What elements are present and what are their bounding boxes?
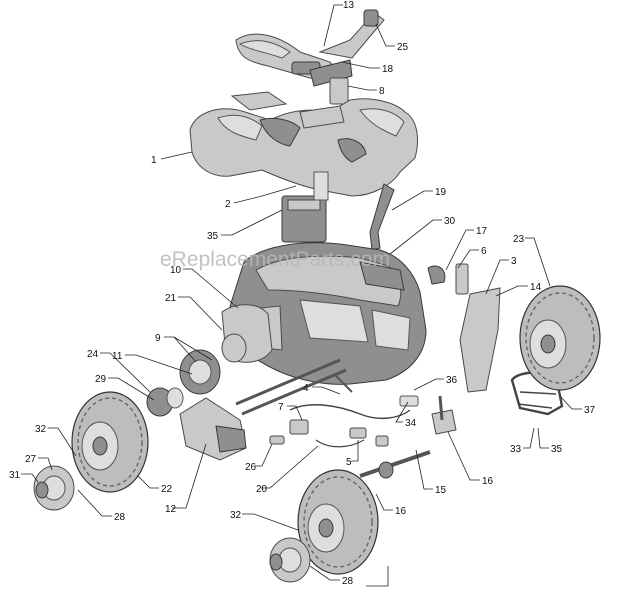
callout-22: 22 [161, 484, 173, 495]
callout-8: 8 [379, 86, 385, 97]
callout-37: 37 [584, 405, 596, 416]
callout-26: 26 [245, 462, 257, 473]
main-chassis [228, 242, 427, 385]
callout-27: 27 [25, 454, 37, 465]
callout-21: 21 [165, 293, 177, 304]
wiring-harness [269, 404, 411, 448]
rod-19 [369, 183, 395, 251]
callout-17: 17 [476, 226, 488, 237]
callout-35b: 35 [551, 444, 563, 455]
watermark: eReplacementParts.com [160, 248, 390, 271]
wheel-front-right [519, 285, 601, 391]
callout-9: 9 [155, 333, 161, 344]
callout-5: 5 [346, 457, 352, 468]
callout-1: 1 [151, 155, 157, 166]
callout-10: 10 [170, 265, 182, 276]
callout-30: 30 [444, 216, 456, 227]
callout-19: 19 [435, 187, 447, 198]
callout-24: 24 [87, 349, 99, 360]
callout-13: 13 [343, 0, 355, 11]
callout-34: 34 [405, 418, 417, 429]
body-shell [189, 91, 418, 197]
callout-31: 31 [9, 470, 21, 481]
callout-36: 36 [446, 375, 458, 386]
callout-33: 33 [510, 444, 522, 455]
callout-32b: 32 [230, 510, 242, 521]
steering-assembly [359, 263, 501, 479]
callout-18: 18 [382, 64, 394, 75]
callout-20: 20 [256, 484, 268, 495]
callout-labels: 13 25 18 8 1 2 19 35 30 17 6 3 23 10 21 … [9, 0, 596, 587]
wheel-rear-left [71, 391, 149, 493]
callout-16: 16 [482, 476, 494, 487]
callout-6: 6 [481, 246, 487, 257]
gearbox-motor [146, 304, 273, 417]
callout-28b: 28 [342, 576, 354, 587]
callout-23: 23 [513, 234, 525, 245]
handlebar-assembly [235, 9, 385, 105]
battery [281, 171, 329, 243]
callout-15: 15 [435, 485, 447, 496]
hubcap-left [33, 465, 75, 511]
callout-32: 32 [35, 424, 47, 435]
callout-16b: 16 [395, 506, 407, 517]
bumper-bars [517, 391, 557, 409]
callout-3: 3 [511, 256, 517, 267]
gear-cover-inner [215, 425, 247, 453]
callout-12: 12 [165, 504, 177, 515]
callout-4: 4 [303, 383, 309, 394]
callout-25: 25 [397, 42, 409, 53]
callout-11: 11 [112, 351, 123, 362]
wheel-front-left [297, 469, 379, 575]
callout-29: 29 [95, 374, 107, 385]
callout-7: 7 [278, 402, 284, 413]
callout-35: 35 [207, 231, 219, 242]
callout-14: 14 [530, 282, 542, 293]
callout-2: 2 [225, 199, 231, 210]
axle-rods [235, 358, 353, 416]
leader-lines [21, 4, 582, 587]
hubcap-front [269, 537, 311, 583]
callout-28: 28 [114, 512, 126, 523]
